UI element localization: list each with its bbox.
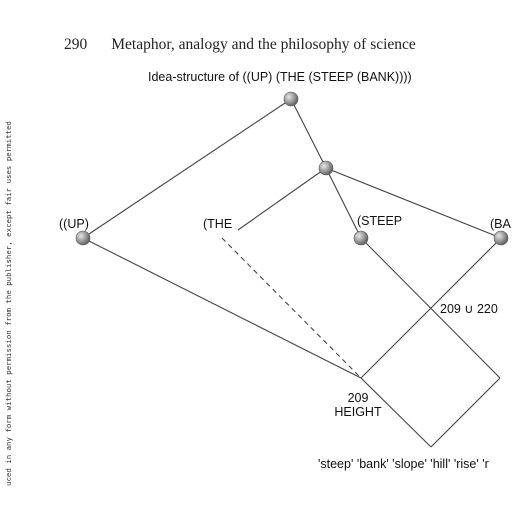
edge-the-steep [325, 167, 362, 239]
label-intersection: 209 ∪ 220 [440, 302, 498, 316]
the-node [318, 160, 334, 176]
label-bank: (BA [490, 217, 512, 231]
label-steep: (STEEP [357, 214, 402, 228]
figure-caption: Idea-structure of ((UP) (THE (STEEP (BAN… [148, 70, 412, 84]
running-header: 290 Metaphor, analogy and the philosophy … [64, 36, 416, 54]
edge-steep-words [360, 237, 501, 379]
root-node [283, 91, 299, 107]
page-number: 290 [64, 36, 88, 53]
label-height-word: HEIGHT [334, 405, 382, 419]
edge-up-height [82, 237, 362, 379]
edge-height-words [360, 377, 432, 448]
edge-the-height-dashed [221, 237, 362, 379]
label-up: ((UP) [59, 217, 89, 231]
label-the: (THE [203, 217, 232, 231]
edge-the-branch [237, 167, 327, 231]
edge-root-up [82, 98, 292, 239]
running-title: Metaphor, analogy and the philosophy of … [111, 36, 416, 53]
label-bottom-words: 'steep' 'bank' 'slope' 'hill' 'rise' 'r [318, 457, 489, 471]
edge-words-right [430, 377, 501, 448]
bank-node [493, 230, 509, 246]
up-node [75, 230, 91, 246]
edge-root-the [290, 98, 327, 169]
steep-node [353, 230, 369, 246]
edge-the-bank [325, 167, 502, 239]
label-height-number: 209 [348, 391, 369, 405]
